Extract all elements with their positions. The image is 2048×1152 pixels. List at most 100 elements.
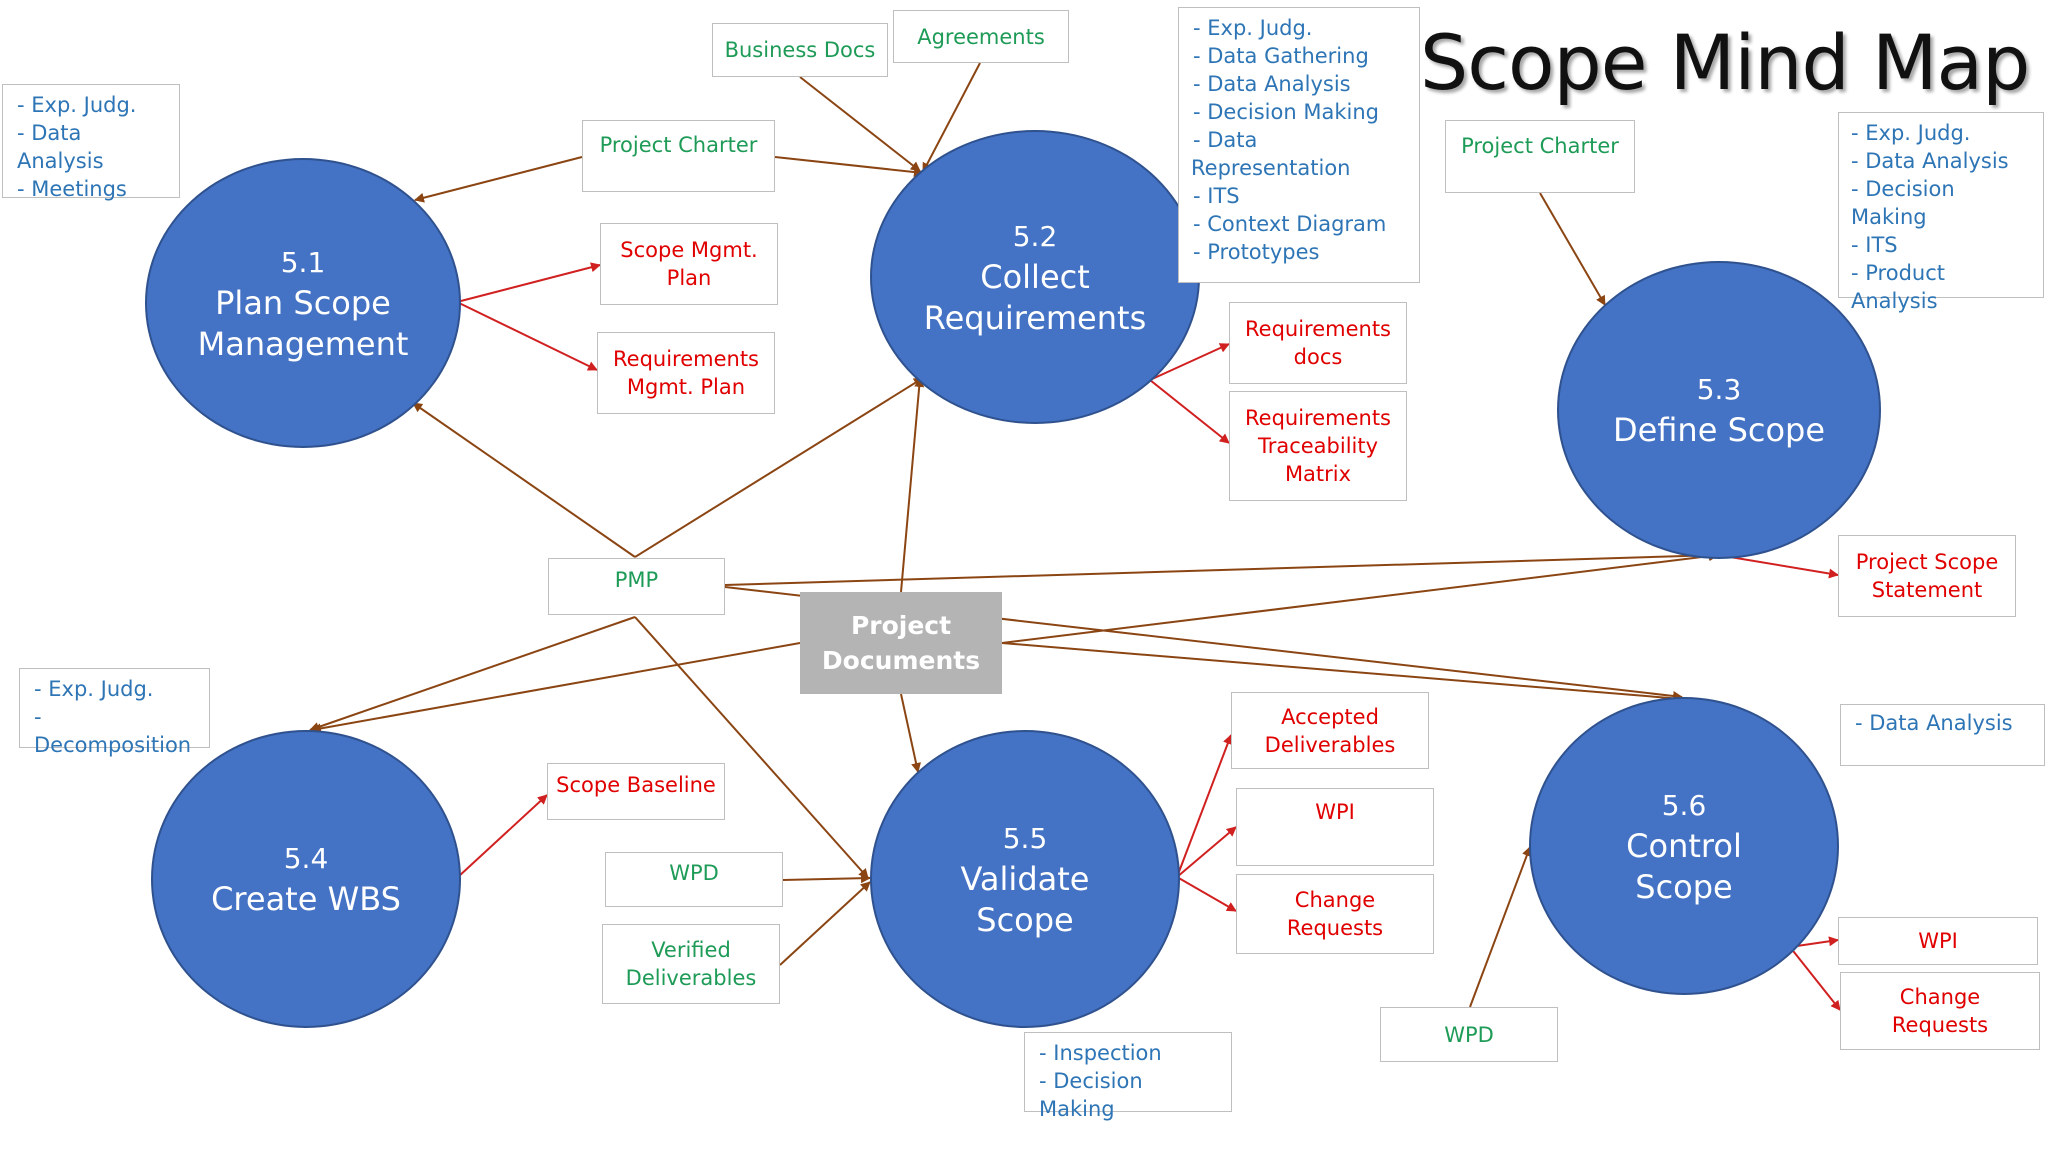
project-documents-label: Project [850, 611, 952, 640]
edge-5-1-to-scope-plan [456, 262, 601, 303]
input-business-docs: Business Docs [712, 23, 888, 77]
edge-5-5-to-cr [1176, 876, 1237, 912]
edge-charter-to-5-2 [774, 156, 924, 178]
output-label: WPI [1315, 800, 1355, 824]
edge-verified-to-5-5 [779, 881, 871, 966]
tool-item: - Product Analysis [1851, 261, 1945, 313]
project-documents-label: Documents [821, 646, 981, 675]
tools-5-6: - Data Analysis [1840, 704, 2045, 766]
edge-5-6-to-cr [1789, 946, 1841, 1011]
edge-docs-to-5-4 [311, 642, 801, 734]
input-wpd-5-5: WPD [605, 852, 783, 907]
edge-docs-to-5-5 [900, 693, 921, 773]
output-label: Requests [1891, 1013, 1989, 1037]
input-label: Agreements [917, 24, 1045, 49]
edge-pmp-to-5-2 [634, 377, 924, 558]
edge-5-3-to-pss [1717, 554, 1839, 579]
input-label: Deliverables [625, 966, 757, 990]
edge-pmp-to-5-1 [412, 402, 636, 558]
output-wpi-5-6: WPI [1838, 917, 2038, 965]
tool-item: - Exp. Judg. [17, 93, 137, 117]
edge-pmp-to-5-5 [634, 616, 869, 879]
tool-item: - Decision Making [1851, 177, 1955, 229]
edge-charter-to-5-3 [1539, 192, 1606, 306]
input-project-charter-5-3: Project Charter [1445, 120, 1635, 193]
output-label: Traceability [1257, 434, 1379, 458]
process-5-6-control-scope[interactable]: 5.6 Control Scope [1529, 697, 1839, 995]
tools-5-4: - Exp. Judg. - Decomposition [19, 668, 210, 757]
tools-5-3: - Exp. Judg. - Data Analysis - Decision … [1838, 112, 2044, 313]
process-label: Collect [980, 257, 1090, 296]
tool-item: - Prototypes [1193, 240, 1320, 264]
edge-agreements-to-5-2 [922, 62, 981, 173]
output-label: Requests [1286, 916, 1384, 940]
edge-wpd-to-5-6 [1469, 846, 1532, 1008]
input-label: Business Docs [724, 38, 876, 62]
output-requirements-mgmt-plan: Requirements Mgmt. Plan [597, 332, 775, 414]
output-label: Deliverables [1264, 732, 1396, 757]
tool-item: - Context Diagram [1193, 212, 1387, 236]
process-5-2-collect-requirements[interactable]: 5.2 Collect Requirements [870, 130, 1200, 424]
tool-item: - Inspection [1039, 1041, 1162, 1065]
process-label: Define Scope [1612, 411, 1826, 449]
input-wpd-5-6: WPD [1380, 1007, 1558, 1062]
output-label: docs [1293, 345, 1343, 369]
edge-charter-to-5-1 [414, 156, 583, 203]
edge-wpd-to-5-5 [782, 873, 871, 884]
input-label: WPD [669, 860, 719, 885]
tool-item: - Exp. Judg. [1193, 16, 1313, 40]
tool-item: - Data [1193, 128, 1258, 152]
process-label: Create WBS [211, 880, 401, 918]
output-requirements-traceability-matrix: Requirements Traceability Matrix [1229, 391, 1407, 501]
output-scope-baseline: Scope Baseline [547, 763, 725, 820]
process-label: Plan Scope [215, 283, 391, 322]
process-label: Scope [1635, 867, 1733, 906]
input-label: WPD [1444, 1022, 1494, 1047]
output-label: Accepted [1281, 704, 1379, 729]
output-scope-mgmt-plan: Scope Mgmt. Plan [600, 223, 778, 305]
output-label: Change [1294, 888, 1376, 912]
output-label: Matrix [1284, 462, 1352, 486]
process-label: Management [197, 324, 409, 363]
tool-item: - Decision Making [1193, 100, 1379, 124]
process-5-5-validate-scope[interactable]: 5.5 Validate Scope [870, 730, 1180, 1028]
process-5-3-define-scope[interactable]: 5.3 Define Scope [1557, 261, 1881, 559]
tool-item: - Data Analysis [17, 121, 104, 173]
tool-item: - Data Analysis [1855, 711, 2013, 735]
tool-item: Representation [1191, 156, 1351, 180]
edge-5-2-to-rtm [1149, 379, 1230, 444]
output-label: Scope Baseline [556, 772, 716, 797]
input-project-charter-5-1: Project Charter [582, 120, 775, 192]
output-label: Requirements [613, 347, 759, 371]
output-wpi-5-5: WPI [1236, 788, 1434, 866]
output-label: Mgmt. Plan [626, 375, 746, 399]
edge-5-5-to-accepted [1176, 734, 1233, 878]
process-5-1-plan-scope-management[interactable]: 5.1 Plan Scope Management [145, 158, 461, 448]
tool-item: - Meetings [17, 177, 127, 201]
edge-docs-to-5-6 [1001, 642, 1683, 704]
output-requirements-docs: Requirements docs [1229, 302, 1407, 384]
process-number: 5.5 [1002, 821, 1048, 855]
process-number: 5.4 [283, 842, 329, 875]
output-label: Change [1899, 985, 1981, 1009]
output-label: Requirements [1245, 406, 1391, 430]
tool-item: - Data Analysis [1851, 149, 2009, 173]
tools-5-5: - Inspection - Decision Making [1024, 1032, 1232, 1121]
tool-item: - Data Analysis [1193, 72, 1351, 96]
output-label: Requirements [1245, 317, 1391, 341]
tools-5-1: - Exp. Judg. - Data Analysis - Meetings [2, 84, 180, 201]
edge-5-5-to-wpi [1176, 826, 1237, 878]
edge-5-4-to-baseline [457, 794, 548, 878]
process-number: 5.3 [1696, 373, 1742, 406]
edge-pmp-to-5-3 [724, 550, 1719, 586]
process-label: Validate [960, 859, 1090, 898]
tool-item: - Exp. Judg. [34, 677, 154, 701]
tool-item: - Data Gathering [1193, 44, 1369, 68]
process-label: Control [1626, 826, 1742, 865]
process-label: Scope [976, 900, 1074, 939]
output-label: Plan [666, 266, 712, 290]
tools-5-2: - Exp. Judg. - Data Gathering - Data Ana… [1178, 7, 1420, 283]
input-pmp: PMP [548, 558, 725, 615]
process-5-4-create-wbs[interactable]: 5.4 Create WBS [151, 730, 461, 1028]
